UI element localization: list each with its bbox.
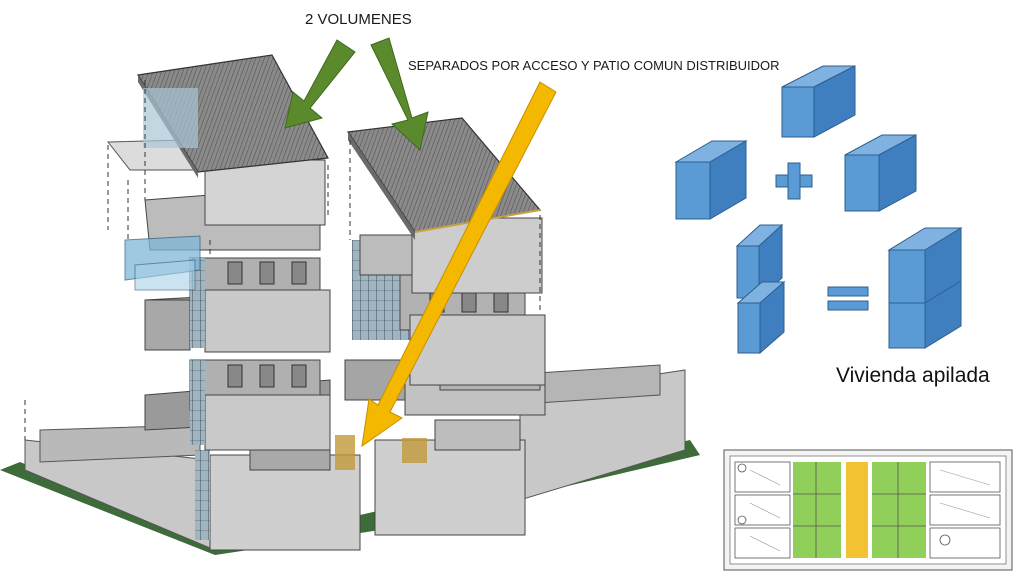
title-label: 2 VOLUMENES [305, 11, 412, 28]
left-volume-level-3 [144, 257, 331, 353]
subtitle-label: SEPARADOS POR ACCESO Y PATIO COMUN DISTR… [408, 58, 780, 73]
building-axonometric [0, 54, 700, 555]
cube-top [781, 65, 856, 138]
green-arrow-right [370, 37, 429, 151]
ground-volume-b [374, 439, 526, 536]
stacked-dwelling-caption: Vivienda apilada [836, 364, 990, 387]
plan-zone-right-green [872, 462, 926, 558]
cube-stacked-result [887, 227, 963, 349]
access-gate-b [402, 438, 427, 463]
ground-volume-a-glass [195, 450, 210, 540]
yellow-arrow [361, 81, 557, 448]
left-volume-level-2 [144, 359, 331, 451]
ground-volume-a [209, 454, 361, 551]
left-volume-upper-glass [143, 88, 198, 148]
ground-level-wall-back [39, 424, 201, 463]
plan-zone-left-green [793, 462, 841, 558]
left-volume-level-4 [106, 139, 326, 291]
cube-right [844, 134, 917, 212]
plus-icon [775, 162, 813, 200]
cube-stack-piece-lower [736, 280, 786, 355]
cube-left [674, 140, 748, 220]
plan-zone-center-yellow [846, 462, 868, 558]
access-gate-a [335, 435, 355, 470]
site-floor-plan [723, 449, 1013, 571]
projection-lines [24, 80, 541, 440]
cube-stack-piece-upper [735, 223, 784, 300]
ground-volume-b-inner [434, 419, 521, 451]
green-arrow-left [284, 39, 356, 129]
equals-icon [827, 286, 869, 311]
right-volume-roof-fascia [348, 132, 415, 240]
